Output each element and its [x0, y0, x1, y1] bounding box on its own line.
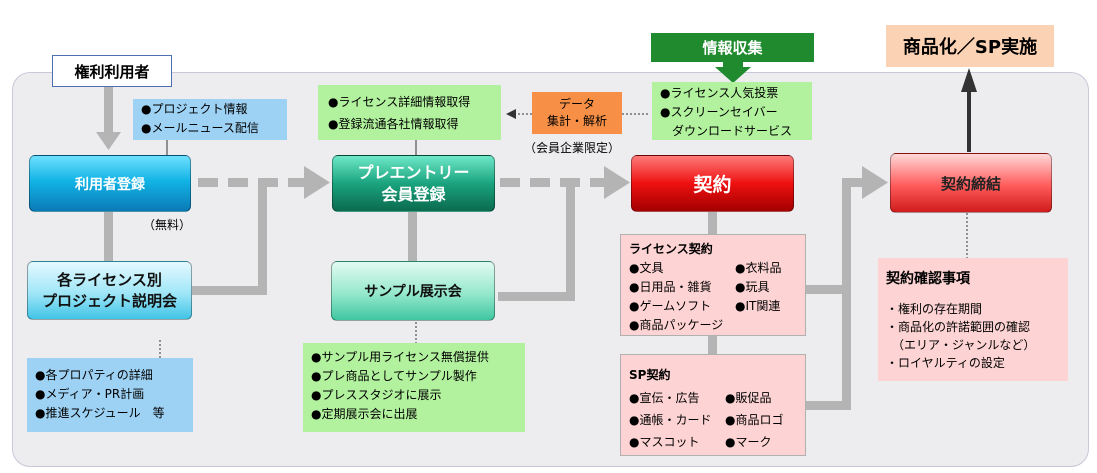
user-registration-box[interactable]: 利用者登録	[29, 155, 191, 212]
dash-3	[258, 178, 278, 187]
property-details-note: ●各プロパティの詳細 ●メディア・PR計画 ●推進スケジュール 等	[27, 358, 193, 432]
data-analysis-label: データ 集計・解析	[546, 97, 607, 128]
member-limited-label: （会員企業限定）	[524, 141, 621, 155]
note-line: ●スクリーンセイバー	[660, 105, 778, 119]
confirmation-title: 契約確認事項	[886, 271, 970, 287]
user-label: 権利利用者	[52, 55, 172, 87]
note-line: ●メールニュース配信	[141, 121, 259, 135]
data-analysis-box: データ 集計・解析	[532, 92, 622, 134]
commercialization-header: 商品化／SP実施	[886, 25, 1054, 67]
dash-5	[500, 178, 520, 187]
sp-contract-box: SP契約 ●宣伝・広告 ●販促品 ●通帳・カード ●商品ロゴ ●マスコット ●マ…	[620, 354, 806, 456]
sp-contract-title: SP契約	[629, 368, 671, 382]
license-info-note: ●ライセンス詳細情報取得 ●登録流通各社情報取得	[318, 85, 501, 140]
down-arrow-icon	[715, 61, 751, 83]
info-collection-header: 情報収集	[651, 33, 814, 62]
note-line: ●サンプル用ライセンス無償提供	[311, 350, 489, 364]
connector-sp-right	[806, 401, 848, 410]
note-line: ●ライセンス人気投票	[660, 86, 779, 100]
connector-to-conclusion-top	[842, 178, 866, 187]
license-item	[735, 316, 805, 335]
connector-to-conclusion	[842, 178, 851, 410]
license-item: ●文具	[629, 261, 664, 275]
dash-4	[288, 178, 308, 187]
sample-exhibition-box[interactable]: サンプル展示会	[331, 261, 495, 321]
connector-pre-down	[408, 212, 417, 262]
connector-license-sp	[708, 336, 717, 354]
confirmation-item: ・ロイヤルティの設定	[886, 356, 1005, 370]
note-line: ●プレ商品としてサンプル製作	[311, 369, 477, 383]
note-line: ●登録流通各社情報取得	[328, 117, 459, 131]
project-info-note: ●プロジェクト情報 ●メールニュース配信	[133, 99, 287, 140]
license-item: ●日用品・雑貨	[629, 280, 712, 294]
license-item: ●IT関連	[735, 299, 781, 313]
sp-item: ●宣伝・広告	[629, 391, 700, 405]
sp-item: ●商品ロゴ	[725, 413, 784, 427]
confirmation-item: ・権利の存在期間	[886, 302, 983, 316]
connector-reg-down	[104, 212, 113, 262]
sp-item: ●マスコット	[629, 435, 700, 449]
arrow-to-conclusion	[862, 166, 888, 199]
arrow-analysis	[506, 109, 516, 119]
connector-user-down	[104, 83, 113, 133]
arrow-to-commercialization	[961, 68, 977, 92]
arrow-to-contract	[604, 166, 630, 199]
license-item: ●衣料品	[735, 261, 782, 275]
license-item: ●ゲームソフト	[629, 299, 712, 313]
connector-sample-up	[566, 178, 575, 301]
confirmation-item: ・商品化の許諾範囲の確認	[886, 320, 1031, 334]
dash-1	[198, 178, 218, 187]
note-line: ●プロジェクト情報	[141, 102, 248, 116]
connector-license-right	[806, 285, 848, 294]
connector-conclusion-up	[967, 90, 971, 152]
pre-entry-box[interactable]: プレエントリー 会員登録	[332, 155, 495, 212]
arrow-user-down	[96, 132, 121, 150]
note-line: ●定期展示会に出展	[311, 407, 418, 421]
note-line: ●各プロパティの詳細	[35, 368, 153, 382]
license-item: ●玩具	[735, 280, 770, 294]
arrow-to-pre-entry	[304, 166, 330, 199]
connector-meeting-right	[192, 286, 264, 295]
connector-sample-right	[498, 292, 572, 301]
note-line: ●ライセンス詳細情報取得	[328, 95, 471, 109]
sp-item: ●マーク	[725, 435, 772, 449]
dash-2	[228, 178, 248, 187]
project-meeting-box[interactable]: 各ライセンス別 プロジェクト説明会	[27, 261, 192, 320]
note-line: ●推進スケジュール 等	[35, 406, 165, 420]
sample-details-note: ●サンプル用ライセンス無償提供 ●プレ商品としてサンプル製作 ●プレススタジオに…	[303, 343, 525, 432]
license-contract-title: ライセンス契約	[629, 242, 713, 256]
note-line: ●メディア・PR計画	[35, 387, 145, 401]
note-line: ダウンロードサービス	[660, 124, 793, 138]
contract-box[interactable]: 契約	[631, 155, 794, 212]
popularity-note: ●ライセンス人気投票 ●スクリーンセイバー ダウンロードサービス	[652, 82, 812, 140]
license-contract-box: ライセンス契約 ●文具 ●衣料品 ●日用品・雑貨 ●玩具 ●ゲームソフト ●IT…	[620, 234, 806, 336]
sp-item: ●販促品	[725, 391, 772, 405]
dash-6	[530, 178, 550, 187]
connector-contract-down	[708, 212, 717, 234]
note-line: ●プレススタジオに展示	[311, 388, 442, 402]
connector-meeting-up	[258, 178, 267, 295]
contract-conclusion-box[interactable]: 契約締結	[890, 153, 1052, 213]
confirmation-box: 契約確認事項 ・権利の存在期間 ・商品化の許諾範囲の確認 （エリア・ジャンルなど…	[878, 258, 1068, 381]
confirmation-item: （エリア・ジャンルなど）	[886, 338, 1036, 352]
free-label: （無料）	[143, 218, 192, 232]
license-item: ●商品パッケージ	[629, 318, 724, 332]
dash-8	[590, 178, 608, 187]
sp-item: ●通帳・カード	[629, 413, 712, 427]
